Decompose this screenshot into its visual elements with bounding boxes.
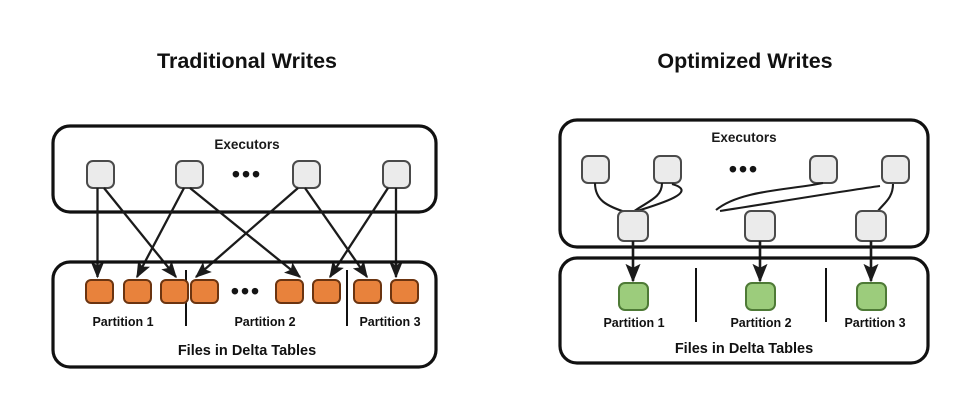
file-box-2[interactable] [123, 279, 152, 304]
executors-ellipsis-optimized: ••• [729, 156, 759, 182]
panel-title-optimized: Optimized Writes [657, 49, 832, 73]
partition-label-2-traditional: Partition 2 [234, 315, 295, 329]
optimized-file-box-2[interactable] [745, 282, 776, 311]
file-box-1[interactable] [85, 279, 114, 304]
partition-label-3-traditional: Partition 3 [359, 315, 420, 329]
executors-container-optimized [558, 118, 930, 249]
executor-node-top-2[interactable] [653, 155, 682, 184]
executor-node-2[interactable] [175, 160, 204, 189]
executor-node-1[interactable] [86, 160, 115, 189]
partition-label-1-traditional: Partition 1 [92, 315, 153, 329]
shuffle-curve-4 [715, 181, 824, 211]
executors-ellipsis-traditional: ••• [232, 161, 262, 187]
files-label-traditional: Files in Delta Tables [178, 343, 316, 359]
partition-label-2-optimized: Partition 2 [730, 316, 791, 330]
executors-label-traditional: Executors [214, 137, 279, 152]
shuffle-curve-5 [719, 184, 881, 213]
panel-title-traditional: Traditional Writes [157, 49, 337, 73]
file-box-6[interactable] [312, 279, 341, 304]
partition-label-1-optimized: Partition 1 [603, 316, 664, 330]
panel-optimized: Executors ••• [558, 118, 930, 365]
executors-container-traditional [51, 124, 438, 214]
executors-label-optimized: Executors [711, 130, 776, 145]
writer-node-1[interactable] [617, 210, 649, 242]
shuffle-curve-2 [632, 182, 664, 213]
panel-traditional: Executors ••• ••• [51, 124, 438, 369]
files-container-traditional [51, 260, 438, 369]
writer-node-2[interactable] [744, 210, 776, 242]
optimized-write-arrows [625, 241, 879, 283]
executor-node-3[interactable] [292, 160, 321, 189]
executor-node-4[interactable] [382, 160, 411, 189]
optimized-file-box-3[interactable] [856, 282, 887, 311]
file-box-5[interactable] [275, 279, 304, 304]
executor-node-top-1[interactable] [581, 155, 610, 184]
optimized-file-box-1[interactable] [618, 282, 649, 311]
executor-node-top-4[interactable] [881, 155, 910, 184]
files-container-optimized [558, 256, 930, 365]
file-box-8[interactable] [390, 279, 419, 304]
writer-node-3[interactable] [855, 210, 887, 242]
file-box-7[interactable] [353, 279, 382, 304]
shuffle-curve-3 [633, 182, 683, 214]
files-ellipsis-traditional: ••• [231, 278, 261, 304]
executor-node-top-3[interactable] [809, 155, 838, 184]
partition-label-3-optimized: Partition 3 [844, 316, 905, 330]
shuffle-curve-6 [877, 183, 895, 212]
file-box-3[interactable] [160, 279, 189, 304]
file-box-4[interactable] [190, 279, 219, 304]
files-label-optimized: Files in Delta Tables [675, 341, 813, 357]
